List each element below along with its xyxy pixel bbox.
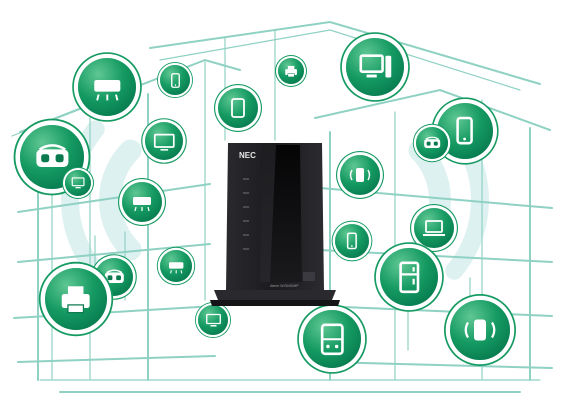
device-bubble bbox=[45, 268, 107, 330]
router-model: Aterm WX5400HP bbox=[270, 284, 299, 288]
device-bubble bbox=[278, 58, 304, 84]
tablet-icon bbox=[231, 98, 245, 118]
device-bubble bbox=[65, 170, 91, 196]
vr-headset-icon bbox=[423, 136, 440, 148]
computer-icon bbox=[71, 177, 85, 189]
computer-icon bbox=[205, 313, 221, 326]
smart-speaker-icon bbox=[349, 168, 371, 182]
device-bubble bbox=[303, 310, 361, 368]
air-conditioner-icon bbox=[133, 197, 151, 212]
router-status-lights bbox=[243, 178, 249, 250]
vr-headset-icon bbox=[104, 269, 124, 283]
device-bubble bbox=[145, 122, 183, 160]
device-bubble bbox=[450, 300, 510, 360]
game-console-icon bbox=[320, 323, 344, 355]
printer-icon bbox=[62, 286, 90, 314]
device-bubble bbox=[198, 305, 228, 335]
refrigerator-icon bbox=[398, 261, 420, 293]
desktop-computer-icon bbox=[359, 54, 391, 78]
device-bubble bbox=[335, 224, 369, 258]
tv-icon bbox=[153, 133, 175, 151]
signal-wave bbox=[61, 120, 105, 280]
smartphone-icon bbox=[346, 232, 358, 250]
device-bubble bbox=[416, 127, 448, 159]
laptop-icon bbox=[423, 220, 445, 236]
vr-headset-icon bbox=[35, 143, 68, 167]
air-conditioner-icon bbox=[93, 79, 121, 101]
device-bubble bbox=[78, 58, 136, 116]
device-bubble bbox=[122, 182, 162, 222]
device-bubble bbox=[380, 248, 438, 306]
smartphone-icon bbox=[170, 72, 180, 88]
device-bubble bbox=[218, 88, 258, 128]
smart-speaker-icon bbox=[464, 319, 496, 341]
printer-icon bbox=[285, 65, 297, 78]
air-conditioner-icon bbox=[168, 261, 184, 274]
device-bubble bbox=[414, 208, 454, 248]
signal-wave bbox=[99, 139, 142, 261]
smartphone-icon bbox=[456, 117, 474, 145]
device-bubble bbox=[346, 38, 404, 96]
router-stand bbox=[214, 290, 336, 300]
device-bubble bbox=[340, 155, 380, 195]
device-bubble bbox=[160, 250, 192, 282]
badge-icon bbox=[303, 272, 315, 281]
device-bubble bbox=[160, 65, 190, 95]
router-brand: NEC bbox=[239, 151, 256, 160]
